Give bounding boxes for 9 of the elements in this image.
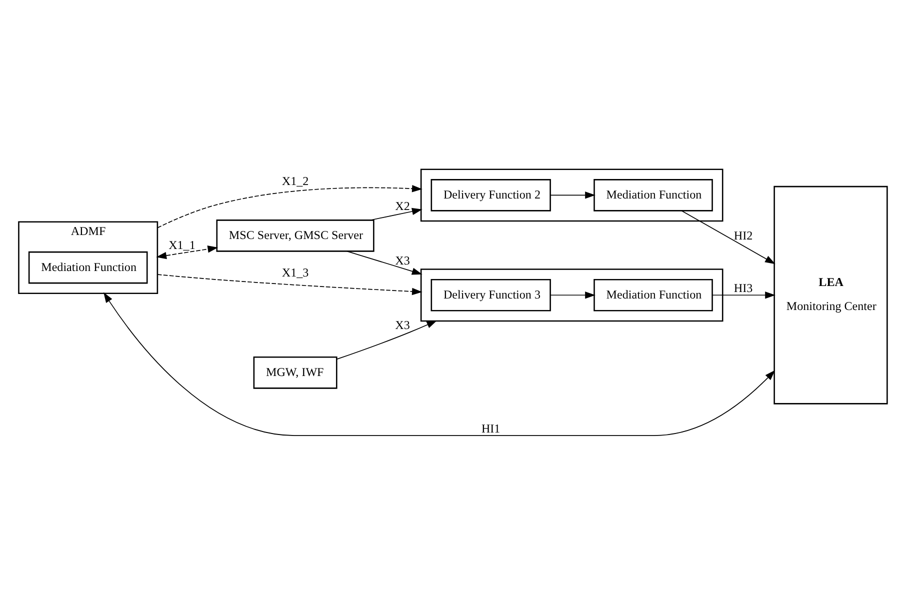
edge-label: X2 [395, 198, 410, 213]
edge-label: HI2 [734, 228, 753, 242]
edge-label: X1_3 [282, 264, 309, 279]
edge-label: X3 [395, 252, 410, 267]
edge-label: HI3 [734, 280, 753, 294]
edge-label: HI1 [481, 420, 500, 435]
edge-label: X1_1 [168, 237, 196, 252]
edge-label: X1_2 [282, 174, 309, 188]
edge-label: X3 [395, 317, 410, 332]
